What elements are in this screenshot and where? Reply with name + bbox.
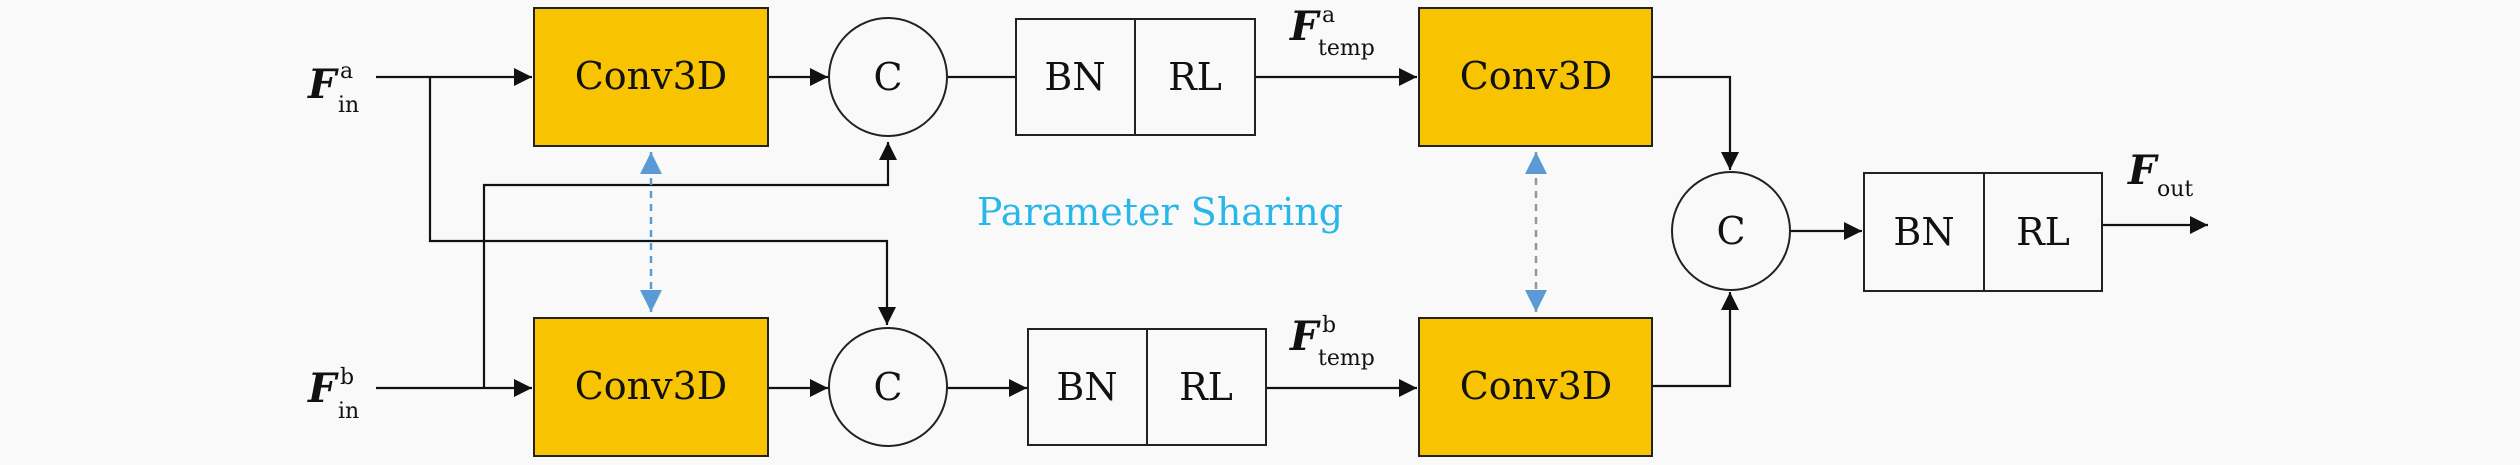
- bn-label: BN: [1044, 55, 1105, 99]
- conv3d-bottom-left: Conv3D: [533, 317, 769, 457]
- bn-rl-block-bottom: BN RL: [1027, 328, 1267, 446]
- concat-label: C: [873, 55, 902, 99]
- bn-rl-block-output: BN RL: [1863, 172, 2103, 292]
- temp-a-main: F: [1289, 3, 1321, 50]
- output-sub: out: [2157, 177, 2193, 202]
- input-a-sup: a: [340, 59, 353, 84]
- rl-label: RL: [1168, 55, 1222, 99]
- rl-label: RL: [1179, 365, 1233, 409]
- input-a-main: F: [307, 61, 339, 108]
- conv3d-label: Conv3D: [575, 54, 728, 98]
- temp-b-sub: temp: [1318, 346, 1375, 371]
- concat-label: C: [873, 365, 902, 409]
- conv3d-label: Conv3D: [1460, 364, 1613, 408]
- conv3d-bottom-right: Conv3D: [1418, 317, 1653, 457]
- conv3d-label: Conv3D: [1460, 54, 1613, 98]
- bn-label: BN: [1056, 365, 1117, 409]
- rl-label: RL: [2016, 210, 2070, 254]
- conv3d-top-left: Conv3D: [533, 7, 769, 147]
- input-b-main: F: [307, 365, 339, 412]
- temp-a-sub: temp: [1318, 36, 1375, 61]
- concat-node-top: C: [828, 17, 948, 137]
- wire-in-b-to-concat-a: [482, 142, 897, 388]
- input-a-sub: in: [338, 93, 359, 118]
- output-main: F: [2127, 147, 2159, 194]
- conv3d-label: Conv3D: [575, 364, 728, 408]
- concat-node-bottom: C: [828, 327, 948, 447]
- bn-rl-block-top: BN RL: [1015, 18, 1256, 136]
- bn-label: BN: [1893, 210, 1954, 254]
- output-label: F out: [2127, 147, 2193, 202]
- parameter-sharing-caption: Parameter Sharing: [977, 190, 1343, 234]
- conv3d-top-right: Conv3D: [1418, 7, 1653, 147]
- temp-b-label: F b temp: [1289, 313, 1375, 371]
- temp-a-label: F a temp: [1289, 3, 1375, 61]
- temp-b-sup: b: [1322, 313, 1336, 338]
- input-b-sub: in: [338, 399, 359, 424]
- wire-conv-temp-a-to-concat-out: [1652, 75, 1739, 170]
- input-a-label: F a in: [307, 59, 359, 118]
- wire-conv-temp-b-to-concat-out: [1652, 292, 1739, 388]
- input-b-sup: b: [340, 365, 354, 390]
- temp-a-sup: a: [1322, 3, 1335, 28]
- concat-node-output: C: [1671, 171, 1791, 291]
- concat-label: C: [1716, 209, 1745, 253]
- temp-b-main: F: [1289, 313, 1321, 360]
- input-b-label: F b in: [307, 365, 359, 424]
